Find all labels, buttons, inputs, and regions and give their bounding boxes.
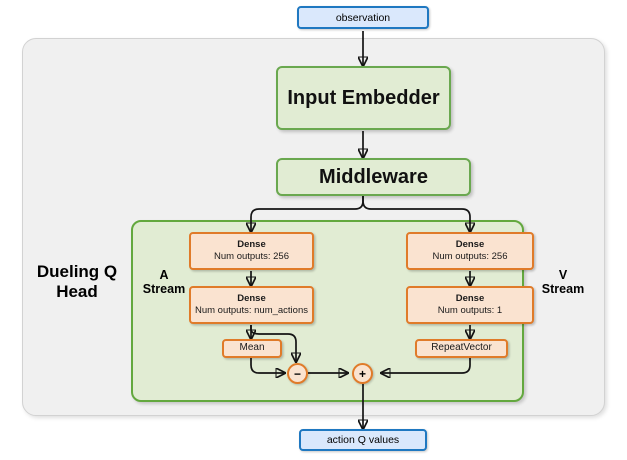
node-a-dense-2-title: Dense: [237, 293, 266, 305]
node-v-dense-1[interactable]: Dense Num outputs: 256: [406, 232, 534, 270]
node-middleware-label: Middleware: [319, 165, 428, 188]
label-a-stream: A Stream: [138, 268, 190, 297]
operator-add-symbol: +: [358, 366, 366, 381]
label-v-stream-line1: V: [558, 268, 568, 282]
label-a-stream-line1: A: [159, 268, 169, 282]
node-action-q-values-label: action Q values: [326, 434, 400, 446]
node-repeat-vector[interactable]: RepeatVector: [415, 339, 508, 358]
node-input-embedder[interactable]: Input Embedder: [276, 66, 451, 130]
node-action-q-values[interactable]: action Q values: [299, 429, 427, 451]
operator-subtract[interactable]: −: [287, 363, 308, 384]
node-mean-label: Mean: [239, 342, 265, 354]
node-observation[interactable]: observation: [297, 6, 429, 29]
label-dueling-q-head: Dueling Q Head: [36, 262, 118, 301]
node-a-dense-2[interactable]: Dense Num outputs: num_actions: [189, 286, 314, 324]
node-a-dense-1-subtitle: Num outputs: 256: [214, 251, 289, 262]
node-middleware[interactable]: Middleware: [276, 158, 471, 196]
label-v-stream: V Stream: [534, 268, 592, 297]
node-a-dense-1[interactable]: Dense Num outputs: 256: [189, 232, 314, 270]
node-a-dense-1-title: Dense: [237, 239, 266, 251]
label-a-stream-line2: Stream: [142, 282, 186, 297]
label-v-stream-line2: Stream: [541, 282, 585, 297]
operator-subtract-symbol: −: [293, 366, 301, 381]
node-v-dense-1-subtitle: Num outputs: 256: [432, 251, 508, 262]
node-observation-label: observation: [335, 11, 391, 24]
node-v-dense-2-subtitle: Num outputs: 1: [437, 305, 503, 316]
node-repeat-vector-label: RepeatVector: [431, 342, 492, 354]
node-input-embedder-label: Input Embedder: [287, 86, 440, 109]
node-v-dense-2[interactable]: Dense Num outputs: 1: [406, 286, 534, 324]
operator-add[interactable]: +: [352, 363, 373, 384]
node-mean[interactable]: Mean: [222, 339, 282, 358]
node-a-dense-2-subtitle: Num outputs: num_actions: [194, 305, 308, 316]
node-v-dense-1-title: Dense: [455, 239, 485, 251]
node-v-dense-2-title: Dense: [455, 293, 485, 305]
